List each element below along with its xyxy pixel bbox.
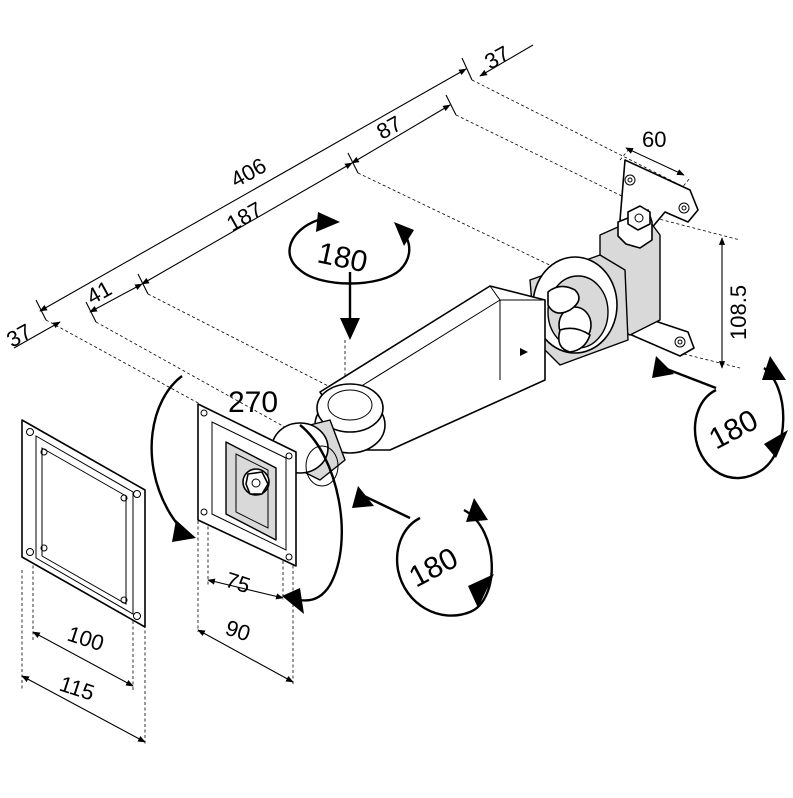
rotation-wall-swivel-label: 180 (704, 404, 764, 457)
dim-37-left-label: 37 (2, 319, 36, 353)
dim-115-label: 115 (56, 671, 97, 706)
dim-90-label: 90 (222, 615, 253, 646)
rotation-arm-swivel: 180 (288, 212, 414, 340)
elbow-joint (529, 254, 629, 366)
vesa-plate-large (21, 419, 146, 628)
dim-108-5-label: 108.5 (726, 285, 751, 340)
rotation-head-swivel: 180 (352, 486, 494, 617)
rotation-head-swivel-label: 180 (404, 542, 464, 595)
dim-100-label: 100 (64, 621, 107, 656)
vesa-plate-small (197, 403, 297, 567)
dim-60-label: 60 (642, 127, 666, 152)
rotation-wall-swivel: 180 (652, 356, 788, 480)
vesa-dimensions: 100 115 75 90 (21, 567, 294, 743)
rotation-arm-swivel-label: 180 (315, 237, 371, 280)
top-dimension-lines (13, 44, 534, 349)
dim-87-label: 87 (372, 111, 406, 145)
dim-37-right-label: 37 (480, 41, 514, 75)
rotation-tilt-label: 270 (228, 386, 278, 419)
top-dimension-labels: 406 187 87 41 37 37 (2, 41, 514, 353)
rotation-tilt: 270 (150, 375, 343, 614)
dim-75-label: 75 (222, 567, 253, 598)
dim-406-label: 406 (226, 153, 270, 193)
dim-187-label: 187 (222, 197, 266, 237)
wall-plate-dimensions: 60 108.5 (625, 127, 751, 369)
